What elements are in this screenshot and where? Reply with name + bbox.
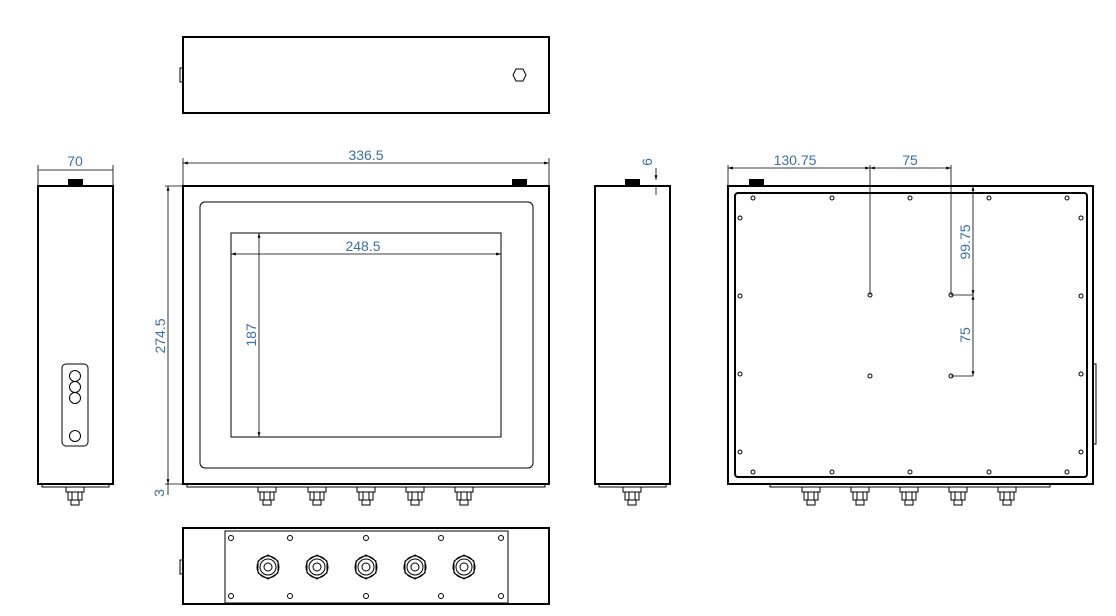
dim-side-width: 70 (67, 153, 83, 169)
front-view: 336.5 248.5 187 274.5 3 (151, 147, 550, 506)
dim-screen-height: 187 (243, 323, 259, 347)
dim-vesa-offset-x: 130.75 (774, 152, 817, 168)
screen-area (230, 232, 502, 438)
dim-bottom-offset: 3 (151, 489, 167, 497)
dim-vesa-offset-y: 99.75 (957, 224, 973, 259)
screw-holes (737, 195, 1084, 475)
hex-nut-icon (512, 68, 527, 82)
rear-view: 130.75 75 99.75 75 (727, 152, 1097, 506)
bottom-view (179, 527, 550, 605)
dim-vesa-spacing-x: 75 (902, 152, 918, 168)
dim-overall-width: 336.5 (348, 147, 383, 163)
right-side-view: 6 (594, 158, 671, 506)
left-side-view: 70 (37, 153, 114, 506)
dim-overall-height: 274.5 (152, 318, 168, 353)
dim-screen-width: 248.5 (345, 238, 380, 254)
dim-vesa-spacing-y: 75 (957, 327, 973, 343)
top-view (179, 36, 550, 114)
dim-side-top-offset: 6 (639, 158, 655, 166)
